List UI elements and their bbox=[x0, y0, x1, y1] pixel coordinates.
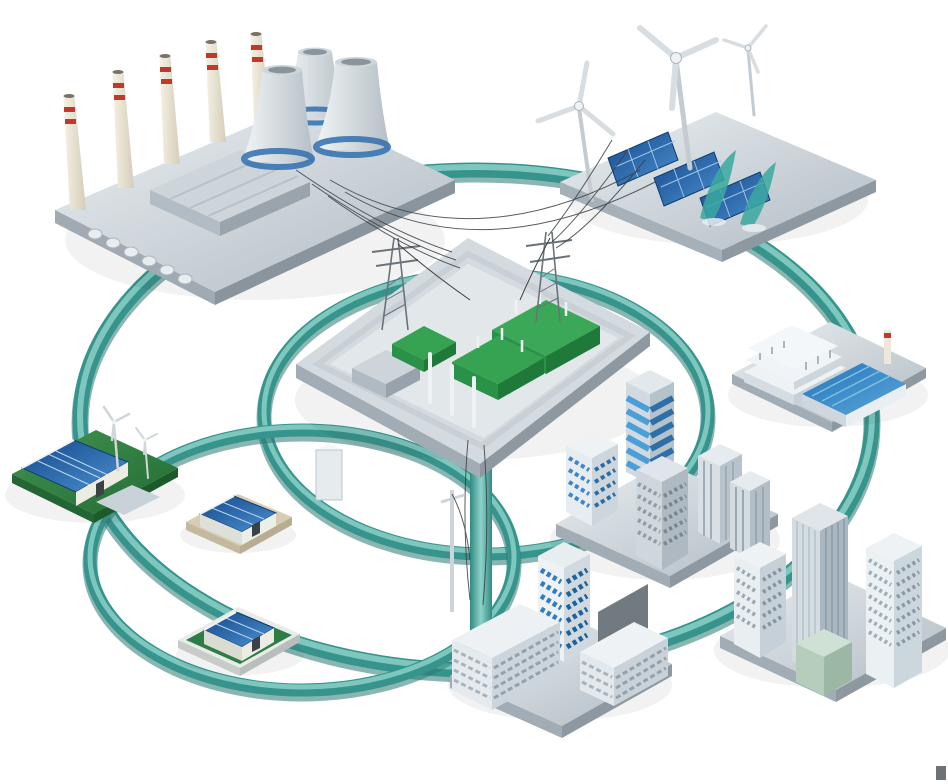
cooling-towers bbox=[241, 47, 391, 170]
low-building bbox=[796, 629, 852, 696]
pylon bbox=[525, 231, 573, 323]
transmission-wires: Overhead transmission lines bbox=[295, 139, 656, 606]
low-building bbox=[580, 622, 668, 706]
grid-ring-residential: Residential distribution ring bbox=[82, 423, 522, 702]
low-building bbox=[452, 604, 560, 710]
cooling-tower bbox=[313, 57, 391, 158]
blue-window-tower bbox=[538, 542, 590, 662]
transformer bbox=[452, 328, 544, 400]
cooling-tower bbox=[241, 65, 315, 170]
driveway bbox=[96, 485, 160, 515]
house-node: Suburban house with solar roof on green … bbox=[176, 607, 304, 676]
smokestack bbox=[205, 40, 226, 142]
renewables-node: Wind turbines and solar panel array bbox=[535, 24, 876, 262]
office-tower bbox=[866, 533, 922, 688]
industrial-node: Industrial facility with blue-roofed hal… bbox=[728, 322, 928, 432]
solar-roof-house bbox=[20, 439, 130, 506]
wind-turbine bbox=[637, 25, 719, 171]
smokestack bbox=[63, 94, 86, 210]
wind-turbine bbox=[722, 24, 768, 117]
micro-wind-turbine bbox=[102, 405, 131, 472]
office-tower bbox=[636, 456, 688, 570]
smokestacks bbox=[63, 32, 270, 210]
office-district-node: Office towers with blue glass facades bbox=[550, 370, 780, 588]
storage-tanks bbox=[87, 228, 193, 285]
corner-mark bbox=[936, 766, 946, 780]
micro-wind-turbine bbox=[135, 427, 158, 479]
utility-cabinet bbox=[315, 444, 343, 501]
glass-sail-sculptures bbox=[700, 150, 776, 232]
commercial-block-node: Commercial mid-rise block with blue-wind… bbox=[448, 542, 672, 738]
coal-plant-node: Fossil-fuel power plant with striped smo… bbox=[55, 32, 455, 305]
substation-node: Central transformer substation with gree… bbox=[295, 231, 655, 478]
downtown-node: Downtown high-rise block bbox=[714, 503, 948, 702]
house-node: Suburban house with solar roof bbox=[180, 494, 296, 554]
office-tower bbox=[566, 432, 618, 526]
office-tower bbox=[625, 370, 675, 484]
utility-pole bbox=[440, 490, 465, 612]
smokestack bbox=[112, 70, 134, 188]
solar-house-node: House with rooftop solar panels and micr… bbox=[5, 405, 185, 523]
solar-roof-house bbox=[202, 611, 276, 661]
wind-turbine bbox=[535, 60, 616, 202]
industrial-chimney bbox=[884, 330, 891, 364]
office-tower bbox=[730, 471, 770, 559]
solar-roof-house bbox=[198, 495, 278, 545]
smokestack bbox=[159, 54, 180, 164]
blue-roof-hall bbox=[802, 363, 906, 427]
pylon bbox=[371, 237, 421, 331]
insulator-poles bbox=[428, 352, 476, 428]
office-tower bbox=[734, 542, 786, 658]
